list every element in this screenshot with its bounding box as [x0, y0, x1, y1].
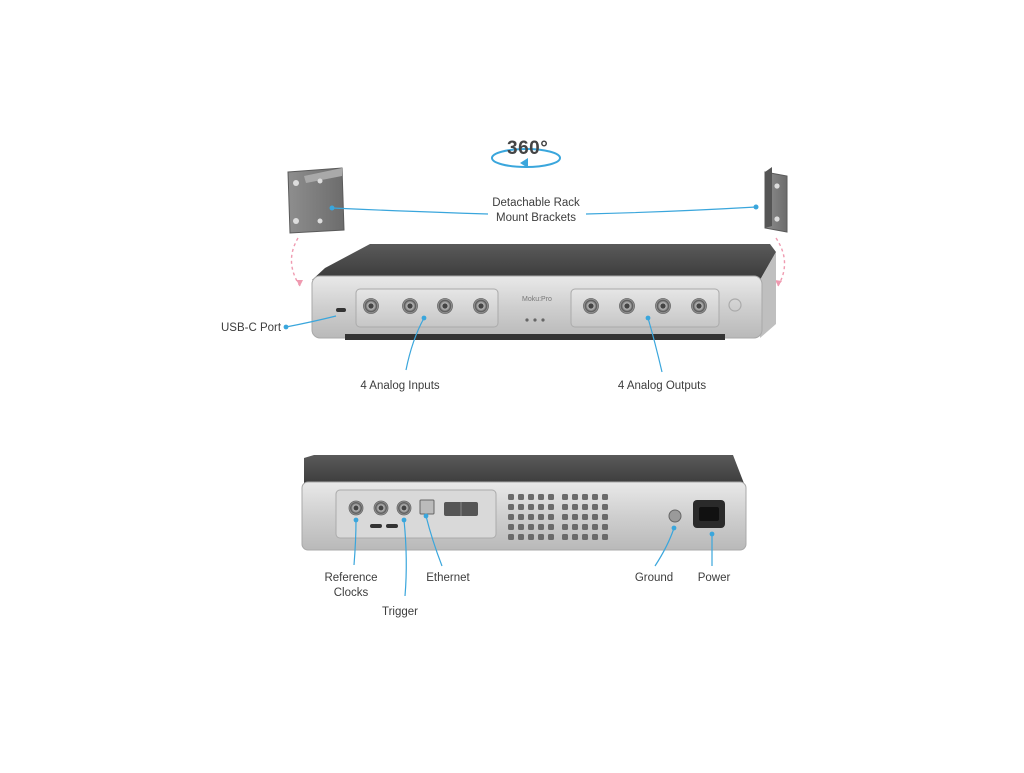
vent-hole — [592, 524, 598, 530]
brackets-label-line1: Detachable Rack — [492, 197, 580, 209]
vent-hole — [548, 534, 554, 540]
vent-hole — [508, 524, 514, 530]
usbc-port — [336, 308, 346, 312]
vent-hole — [508, 534, 514, 540]
vent-hole — [592, 534, 598, 540]
vent-hole — [582, 504, 588, 510]
vent-hole — [592, 514, 598, 520]
power-button — [728, 298, 742, 312]
vent-hole — [592, 494, 598, 500]
vent-hole — [582, 514, 588, 520]
vent-hole — [572, 524, 578, 530]
vent-hole — [508, 514, 514, 520]
vent-hole — [602, 504, 608, 510]
vent-hole — [538, 524, 544, 530]
vent-hole — [582, 534, 588, 540]
vent-hole — [518, 514, 524, 520]
rotation-icon — [491, 148, 561, 168]
vent-hole — [518, 494, 524, 500]
vent-hole — [602, 524, 608, 530]
analog-input-connector — [473, 298, 489, 314]
rotation-label: 360° — [507, 138, 549, 159]
analog-output-connector — [655, 298, 671, 314]
ethernet-label: Ethernet — [426, 572, 470, 584]
reference-clock-out-connector — [373, 500, 389, 516]
outputs-label: 4 Analog Outputs — [617, 380, 707, 392]
vent-hole — [602, 514, 608, 520]
vent-hole — [518, 534, 524, 540]
brand-text: Moku:Pro — [522, 296, 552, 303]
vent-hole — [562, 514, 568, 520]
inputs-label: 4 Analog Inputs — [360, 380, 440, 392]
vent-hole — [572, 504, 578, 510]
ethernet-port — [419, 499, 435, 515]
front-callouts — [285, 315, 663, 373]
vent-hole — [528, 514, 534, 520]
vent-hole — [582, 494, 588, 500]
analog-outputs — [583, 298, 707, 314]
analog-output-connector — [583, 298, 599, 314]
vent-hole — [548, 504, 554, 510]
vent-hole — [602, 534, 608, 540]
vent-hole — [528, 534, 534, 540]
rear-callouts — [353, 515, 713, 597]
vent-hole — [538, 514, 544, 520]
vent-hole — [508, 494, 514, 500]
ground-label: Ground — [634, 572, 674, 584]
vent-hole — [538, 504, 544, 510]
vent-hole — [508, 504, 514, 510]
front-unit — [311, 244, 776, 340]
vent-hole — [572, 514, 578, 520]
vent-grille — [508, 494, 608, 540]
vent-hole — [548, 524, 554, 530]
vent-hole — [538, 494, 544, 500]
vent-hole — [572, 494, 578, 500]
reference-label-line1: Reference — [324, 572, 378, 584]
right-rack-bracket — [764, 167, 788, 233]
vent-hole — [572, 534, 578, 540]
vent-hole — [528, 524, 534, 530]
vent-hole — [528, 494, 534, 500]
power-label: Power — [697, 572, 731, 584]
ground-terminal — [668, 509, 682, 523]
bracket-attach-arrows — [290, 237, 786, 287]
brackets-label-line2: Mount Brackets — [496, 212, 576, 224]
vent-hole — [602, 494, 608, 500]
vent-hole — [562, 534, 568, 540]
reference-clock-in-connector — [348, 500, 364, 516]
trigger-connector — [396, 500, 412, 516]
bracket-callouts — [331, 206, 757, 215]
vent-hole — [592, 504, 598, 510]
usbc-label: USB-C Port — [221, 322, 282, 334]
vent-hole — [562, 504, 568, 510]
analog-output-connector — [619, 298, 635, 314]
vent-hole — [562, 524, 568, 530]
vent-hole — [518, 504, 524, 510]
vent-hole — [538, 534, 544, 540]
vent-hole — [582, 524, 588, 530]
vent-hole — [548, 514, 554, 520]
vent-hole — [548, 494, 554, 500]
trigger-label: Trigger — [382, 606, 418, 618]
analog-input-connector — [437, 298, 453, 314]
analog-inputs — [363, 298, 489, 314]
vent-hole — [528, 504, 534, 510]
analog-output-connector — [691, 298, 707, 314]
analog-input-connector — [402, 298, 418, 314]
left-rack-bracket — [287, 167, 345, 234]
reference-label-line2: Clocks — [333, 587, 369, 599]
vent-hole — [518, 524, 524, 530]
analog-input-connector — [363, 298, 379, 314]
rear-bnc-connectors — [348, 500, 412, 516]
vent-hole — [562, 494, 568, 500]
